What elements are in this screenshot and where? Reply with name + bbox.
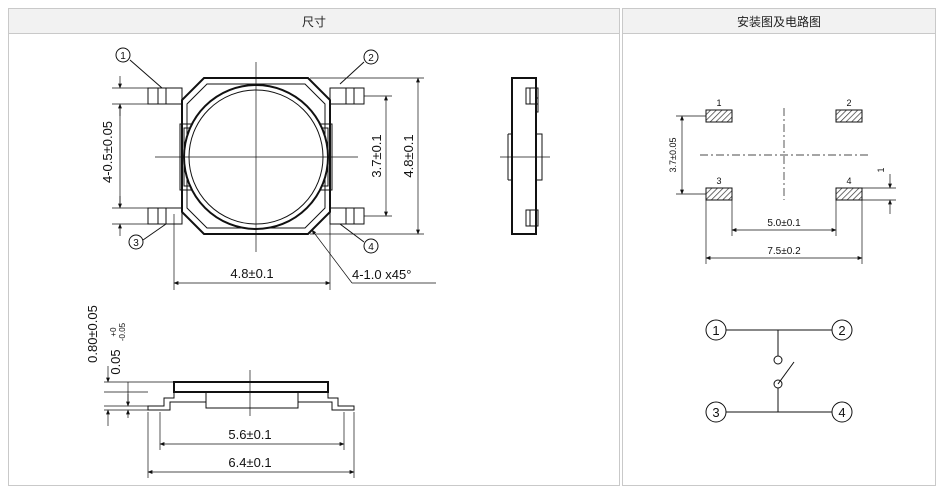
- dim-standoff-text: 0.05: [108, 349, 123, 374]
- side-lead-left: [147, 392, 206, 411]
- pad-4: [835, 187, 863, 201]
- side-profile-body: [511, 77, 537, 235]
- mounting-header: 安装图及电路图: [622, 8, 936, 34]
- node-2: [831, 319, 853, 341]
- pad-1: [705, 109, 733, 123]
- pin-top-left: [147, 87, 183, 105]
- pin-bottom-left: [147, 207, 183, 225]
- side-pin-top: [525, 87, 539, 105]
- dim-body-width: 4.8±0.1: [173, 214, 331, 290]
- pin-bottom-right: [329, 207, 365, 225]
- pin-label-1: 1: [120, 51, 126, 62]
- pad-2: [835, 109, 863, 123]
- side-lead-right: [298, 392, 355, 411]
- dim-inner-height-text: 3.7±0.1: [369, 134, 384, 177]
- switch-contact-upper: [773, 355, 783, 365]
- dim-pad-pitch-v-text: 3.7±0.05: [668, 138, 678, 173]
- dim-pin-width-text: 4-0.5±0.05: [100, 121, 115, 183]
- pin-label-3: 3: [133, 238, 139, 249]
- dim-inner-height: 3.7±0.1: [364, 95, 392, 217]
- node-label-4: 4: [838, 405, 845, 420]
- dim-standoff-tol-upper: +0: [109, 327, 118, 337]
- pad-label-2: 2: [846, 98, 851, 108]
- dim-body-width-text: 4.8±0.1: [230, 266, 273, 281]
- top-view: 1 2 3 4: [100, 47, 436, 290]
- switch-lever: [777, 361, 795, 385]
- node-4: [831, 401, 853, 423]
- dim-body-height-text: 4.8±0.1: [401, 134, 416, 177]
- side-profile-view: [500, 77, 550, 235]
- pad-label-1: 1: [716, 98, 721, 108]
- node-3: [705, 401, 727, 423]
- switch-body-outline: [181, 77, 331, 235]
- pad-3: [705, 187, 733, 201]
- pin-callout-4: 4: [339, 223, 379, 254]
- node-label-2: 2: [838, 323, 845, 338]
- dim-body-height: 4.8±0.1: [310, 77, 424, 235]
- dim-pad-pitch-h-text: 5.0±0.1: [767, 218, 801, 229]
- dim-overall-text: 7.5±0.2: [767, 246, 801, 257]
- footprint-view: 1 2 3 4 3.7±0.05 1 5.0±0.1: [668, 98, 896, 264]
- dimensions-header-text: 尺寸: [301, 14, 326, 29]
- node-label-3: 3: [712, 405, 719, 420]
- dim-standoff-tol-lower: -0.05: [118, 322, 127, 341]
- dimensions-header: 尺寸: [8, 8, 620, 34]
- mounting-header-text: 安装图及电路图: [736, 14, 821, 29]
- dim-body-length-text: 5.6±0.1: [228, 427, 271, 442]
- dim-overall-length-text: 6.4±0.1: [228, 455, 271, 470]
- pin-callout-2: 2: [339, 49, 379, 85]
- node-label-1: 1: [712, 323, 719, 338]
- pin-callout-3: 3: [128, 223, 167, 250]
- circuit-diagram: 1 2 3 4: [705, 319, 853, 423]
- pin-label-4: 4: [368, 242, 374, 253]
- dim-body-thickness-text: 0.80±0.05: [85, 305, 100, 363]
- dimensions-panel: [8, 34, 620, 486]
- dim-pad-height-text: 1: [876, 167, 886, 172]
- side-top-cap: [173, 381, 329, 393]
- node-1: [705, 319, 727, 341]
- mounting-panel: [622, 34, 936, 486]
- side-pin-bottom: [525, 209, 539, 227]
- pad-label-4: 4: [846, 176, 851, 186]
- side-body: [205, 391, 299, 409]
- pin-top-right: [329, 87, 365, 105]
- dim-pin-width: 4-0.5±0.05: [100, 76, 148, 236]
- pin-label-2: 2: [368, 53, 374, 64]
- dim-chamfer-text: 4-1.0 x45°: [352, 267, 411, 282]
- side-view: 0.80±0.05 0.05 +0 -0.05 5.6±0.1 6.4±0.1: [85, 305, 355, 478]
- dim-chamfer: 4-1.0 x45°: [311, 229, 436, 284]
- pad-label-3: 3: [716, 176, 721, 186]
- pin-callout-1: 1: [115, 47, 163, 89]
